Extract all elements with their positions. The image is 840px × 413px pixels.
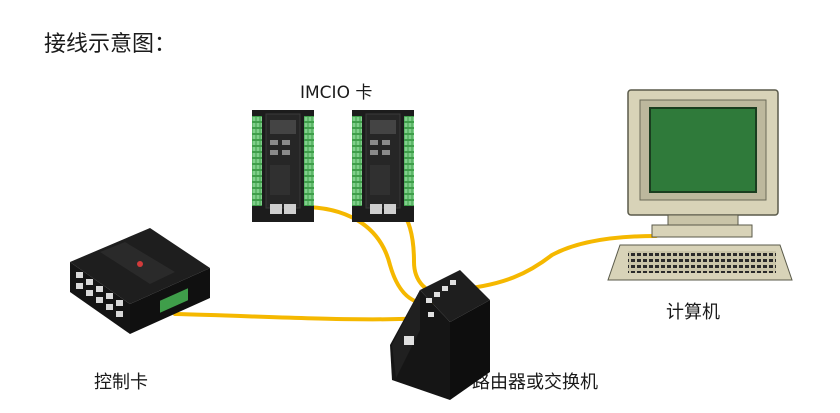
network-cables	[173, 204, 658, 322]
imcio-card-label: IMCIO 卡	[300, 83, 373, 103]
network-switch-icon	[420, 270, 490, 322]
computer-label: 计算机	[666, 302, 720, 323]
desktop-computer	[607, 89, 793, 281]
controller-label: 控制卡	[94, 372, 148, 393]
router-switch	[390, 270, 490, 400]
imcio-card-1	[252, 110, 314, 222]
router-label: 路由器或交换机	[472, 372, 598, 393]
switch-ports	[404, 280, 456, 345]
cable-controller-router	[173, 312, 428, 322]
cable-router-computer	[450, 234, 658, 292]
monitor-screen	[649, 107, 757, 193]
controller-box	[70, 228, 210, 334]
diagram-title: 接线示意图：	[44, 32, 177, 57]
imcio-card-2	[352, 110, 414, 222]
